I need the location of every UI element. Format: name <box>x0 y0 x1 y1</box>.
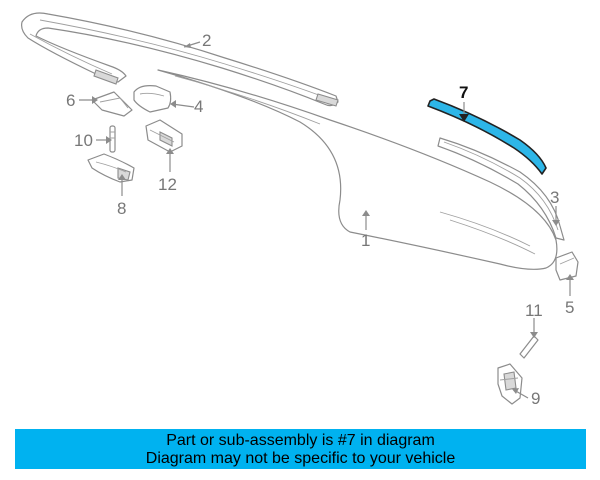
label-part-5: 5 <box>565 298 574 317</box>
label-part-3: 3 <box>550 188 559 207</box>
label-part-1: 1 <box>361 231 370 250</box>
part-7-weatherstrip-highlighted[interactable] <box>427 98 547 175</box>
label-part-12: 12 <box>158 175 177 194</box>
part-9-hinge-bracket[interactable] <box>497 363 523 405</box>
part-6-bracket[interactable] <box>91 91 133 117</box>
label-part-9: 9 <box>531 389 540 408</box>
banner-line-part-info: Part or sub-assembly is #7 in diagram <box>166 432 435 449</box>
exploded-parts-diagram: 2 1 3 4 5 6 7 8 9 10 11 12 <box>21 12 579 408</box>
label-part-8: 8 <box>117 199 126 218</box>
leader-arrowheads <box>92 43 574 394</box>
part-8-hinge-arm[interactable] <box>87 153 135 183</box>
label-part-7: 7 <box>459 83 468 102</box>
label-part-6: 6 <box>66 91 75 110</box>
part-5-clip[interactable] <box>555 251 579 281</box>
label-part-10: 10 <box>74 131 93 150</box>
label-part-2: 2 <box>202 31 211 50</box>
part-2-header-trim[interactable] <box>21 12 339 107</box>
part-10-pin[interactable] <box>109 125 116 153</box>
part-11-rod[interactable] <box>519 335 539 359</box>
part-3-side-trim[interactable] <box>437 137 565 241</box>
label-part-4: 4 <box>194 97 203 116</box>
part-4-hinge-cover[interactable] <box>133 85 172 113</box>
info-banner: Part or sub-assembly is #7 in diagram Di… <box>15 429 586 469</box>
part-12-latch[interactable] <box>145 119 183 153</box>
label-part-11: 11 <box>525 301 543 320</box>
banner-line-disclaimer: Diagram may not be specific to your vehi… <box>145 450 456 467</box>
part-1-glass-panel[interactable] <box>157 69 558 270</box>
